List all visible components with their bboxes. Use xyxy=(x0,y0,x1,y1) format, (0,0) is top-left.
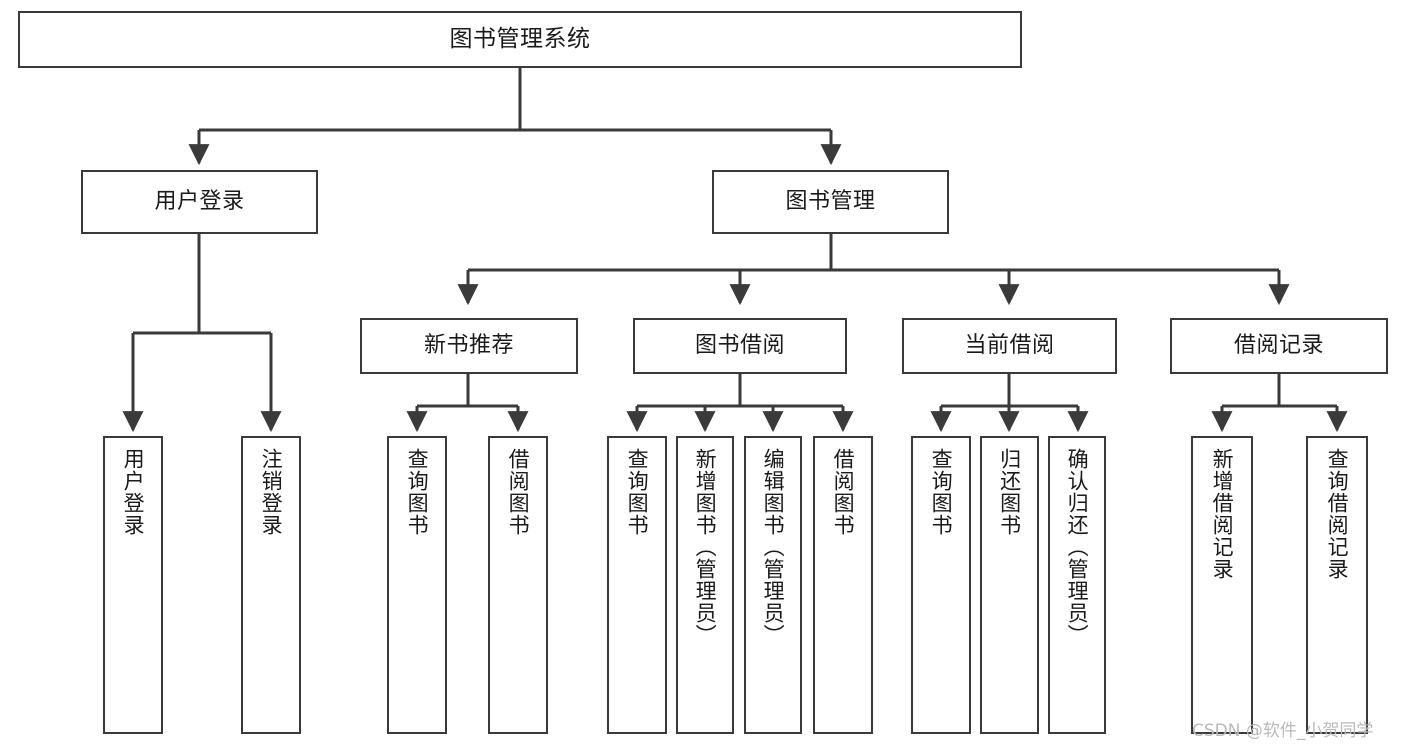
leaf-edit-book-admin[interactable]: 编辑图书（管理员） xyxy=(744,436,802,734)
leaf-search-book-current[interactable]: 查询图书 xyxy=(911,436,971,734)
node-new-book-recommend[interactable]: 新书推荐 xyxy=(360,318,578,374)
node-user-login[interactable]: 用户登录 xyxy=(81,170,318,234)
node-label: 新书推荐 xyxy=(423,333,514,359)
csdn-watermark: CSDN @软件_小贺同学 xyxy=(1192,721,1374,741)
node-root-system[interactable]: 图书管理系统 xyxy=(18,11,1022,68)
leaf-borrow-book-recommend[interactable]: 借阅图书 xyxy=(488,436,548,734)
node-label: 借阅图书 xyxy=(831,448,856,536)
node-label: 用户登录 xyxy=(121,448,146,536)
node-label: 图书管理系统 xyxy=(449,25,591,52)
node-label: 借阅记录 xyxy=(1233,333,1324,359)
node-label: 图书管理 xyxy=(785,189,876,215)
leaf-add-book-admin[interactable]: 新增图书（管理员） xyxy=(676,436,734,734)
node-label: 查询图书 xyxy=(929,448,954,536)
leaf-confirm-return-admin[interactable]: 确认归还（管理员） xyxy=(1048,436,1106,734)
node-label: 新增借阅记录 xyxy=(1210,448,1235,580)
leaf-add-borrow-record[interactable]: 新增借阅记录 xyxy=(1191,436,1253,734)
node-label: 查询图书 xyxy=(405,448,430,536)
node-label: 编辑图书（管理员） xyxy=(761,448,786,646)
node-label: 用户登录 xyxy=(154,189,245,215)
leaf-borrow-book[interactable]: 借阅图书 xyxy=(813,436,873,734)
leaf-search-borrow-record[interactable]: 查询借阅记录 xyxy=(1306,436,1368,734)
leaf-search-book-borrow[interactable]: 查询图书 xyxy=(607,436,667,734)
node-label: 注销登录 xyxy=(259,448,284,536)
leaf-user-login[interactable]: 用户登录 xyxy=(103,436,163,734)
node-current-borrow[interactable]: 当前借阅 xyxy=(902,318,1117,374)
node-label: 查询图书 xyxy=(625,448,650,536)
node-label: 图书借阅 xyxy=(694,333,785,359)
leaf-return-book[interactable]: 归还图书 xyxy=(980,436,1039,734)
node-label: 查询借阅记录 xyxy=(1325,448,1350,580)
node-label: 确认归还（管理员） xyxy=(1065,448,1090,646)
node-label: 新增图书（管理员） xyxy=(693,448,718,646)
node-label: 借阅图书 xyxy=(506,448,531,536)
leaf-search-book-recommend[interactable]: 查询图书 xyxy=(387,436,447,734)
leaf-logout[interactable]: 注销登录 xyxy=(241,436,301,734)
node-label: 当前借阅 xyxy=(964,333,1055,359)
node-book-borrow[interactable]: 图书借阅 xyxy=(633,318,847,374)
node-label: 归还图书 xyxy=(997,448,1022,536)
node-borrow-record[interactable]: 借阅记录 xyxy=(1170,318,1388,374)
node-book-management[interactable]: 图书管理 xyxy=(712,170,949,234)
